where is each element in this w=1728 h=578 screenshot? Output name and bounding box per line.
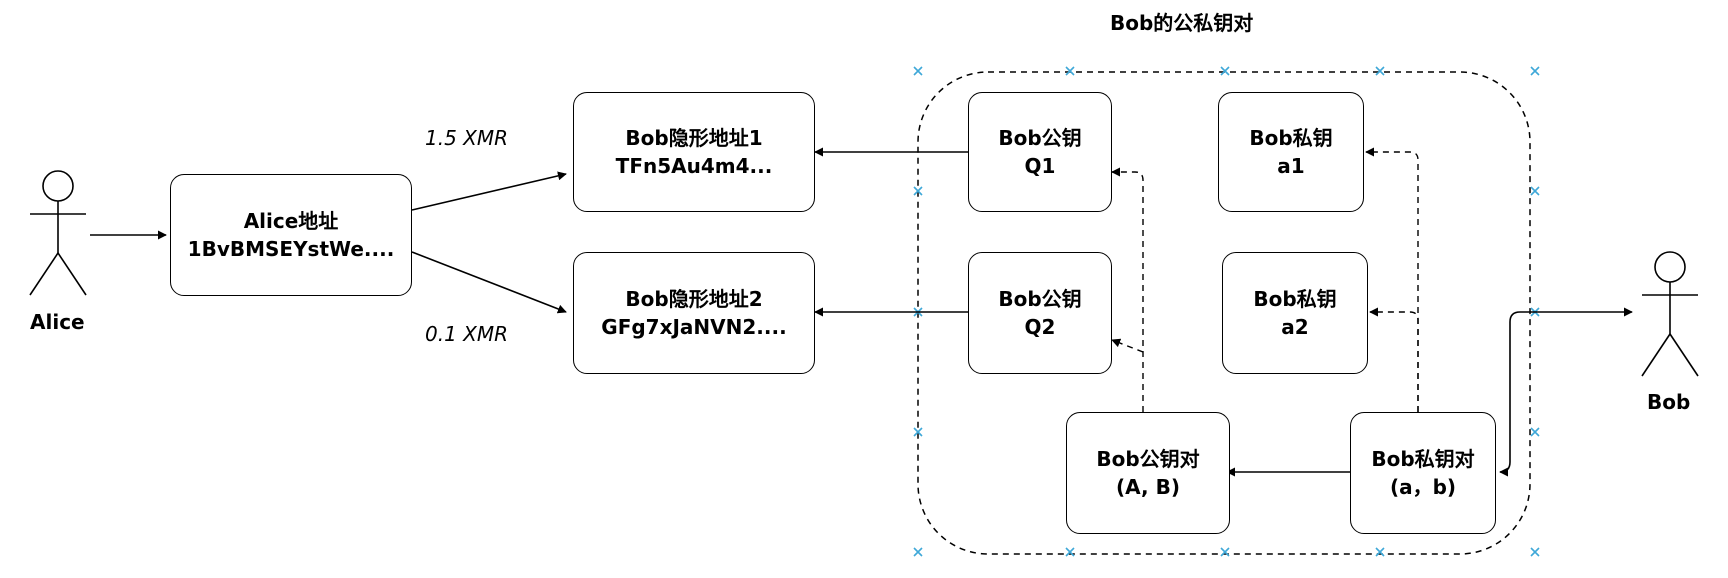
dashed-arrow-privpair-to-a1 — [1365, 147, 1419, 412]
public-key-q1-value: Q1 — [1024, 154, 1056, 178]
public-key-q1-node[interactable]: Bob公钥 Q1 — [968, 92, 1112, 212]
private-key-a2-title: Bob私钥 — [1253, 287, 1337, 311]
public-key-q1-title: Bob公钥 — [998, 126, 1082, 150]
alice-actor-label: Alice — [30, 310, 85, 334]
public-key-q2-value: Q2 — [1024, 315, 1056, 339]
dashed-arrow-privpair-to-a2 — [1369, 307, 1419, 412]
stealth-address-1-node[interactable]: Bob隐形地址1 TFn5Au4m4... — [573, 92, 815, 212]
stealth-address-1-title: Bob隐形地址1 — [625, 126, 763, 150]
public-key-pair-title: Bob公钥对 — [1096, 447, 1200, 471]
stealth-address-2-title: Bob隐形地址2 — [625, 287, 763, 311]
private-key-a1-title: Bob私钥 — [1249, 126, 1333, 150]
alice-address-title: Alice地址 — [243, 209, 339, 233]
keypair-group-title: Bob的公私钥对 — [1110, 11, 1254, 35]
private-key-pair-node[interactable]: Bob私钥对 (a，b) — [1350, 412, 1496, 534]
alice-address-node[interactable]: Alice地址 1BvBMSEYstWe.... — [170, 174, 412, 296]
private-key-pair-value: (a，b) — [1389, 475, 1457, 499]
stealth-address-2-node[interactable]: Bob隐形地址2 GFg7xJaNVN2.... — [573, 252, 815, 374]
alice-address-value: 1BvBMSEYstWe.... — [187, 237, 395, 261]
alice-actor-icon — [29, 170, 87, 296]
arrow-address-to-stealth1 — [411, 171, 567, 211]
bob-actor-icon — [1641, 251, 1699, 377]
dashed-arrow-pubpair-to-q2 — [1111, 338, 1144, 353]
private-key-a1-node[interactable]: Bob私钥 a1 — [1218, 92, 1364, 212]
bob-actor-label: Bob — [1647, 390, 1691, 414]
arrow-bob-to-privpair — [1499, 307, 1633, 477]
private-key-a2-value: a2 — [1281, 315, 1309, 339]
arrow-address-to-stealth2 — [411, 251, 567, 314]
private-key-a1-value: a1 — [1277, 154, 1305, 178]
stealth-address-2-value: GFg7xJaNVN2.... — [601, 315, 787, 339]
amount-label-second: 0.1 XMR — [425, 322, 509, 346]
stealth-address-1-value: TFn5Au4m4... — [615, 154, 773, 178]
private-key-pair-title: Bob私钥对 — [1371, 447, 1475, 471]
amount-label-first: 1.5 XMR — [425, 126, 509, 150]
dashed-arrow-pubpair-to-q1 — [1111, 167, 1144, 412]
public-key-q2-node[interactable]: Bob公钥 Q2 — [968, 252, 1112, 374]
private-key-a2-node[interactable]: Bob私钥 a2 — [1222, 252, 1368, 374]
public-key-pair-value: (A, B) — [1116, 475, 1180, 499]
public-key-q2-title: Bob公钥 — [998, 287, 1082, 311]
public-key-pair-node[interactable]: Bob公钥对 (A, B) — [1066, 412, 1230, 534]
